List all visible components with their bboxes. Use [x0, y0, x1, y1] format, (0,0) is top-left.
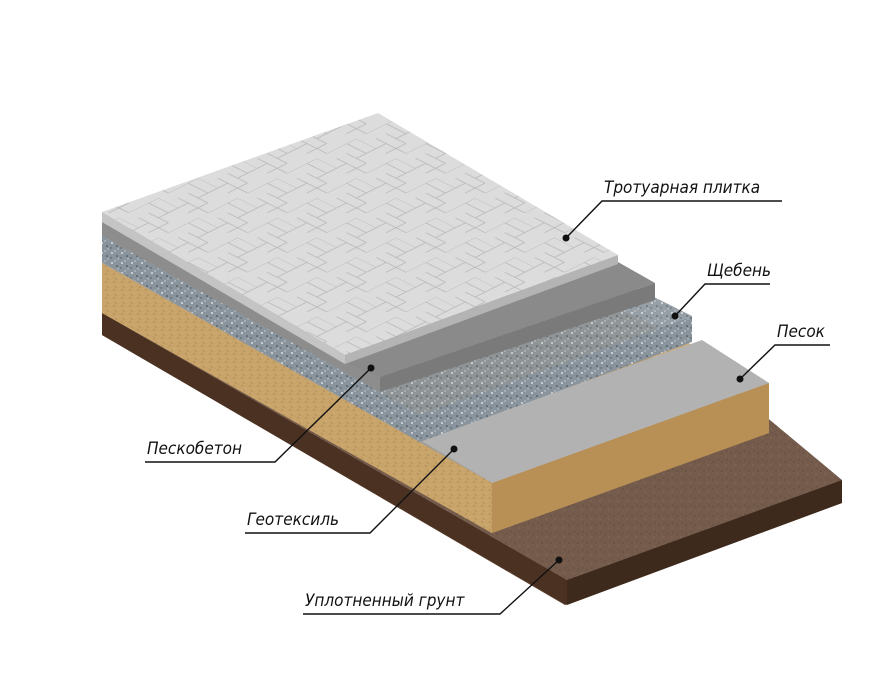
tile-label: Тротуарная плитка: [604, 178, 760, 198]
paving-tile-layer: [102, 113, 618, 364]
sand-concrete-layer: [102, 222, 655, 392]
label-tile: Тротуарная плитка: [562, 178, 782, 242]
label-soil: Уплотненный грунт: [303, 556, 563, 615]
label-sand: Песок: [736, 322, 830, 383]
gravel-label: Щебень: [707, 261, 771, 281]
soil-label: Уплотненный грунт: [305, 591, 465, 611]
label-geotextile: Геотексиль: [245, 445, 458, 534]
label-sand-concrete: Пескобетон: [145, 364, 375, 463]
label-gravel: Щебень: [671, 261, 771, 320]
geotextile-label: Геотексиль: [247, 510, 339, 530]
sand-concrete-label: Пескобетон: [147, 439, 242, 459]
sand-label: Песок: [777, 322, 826, 342]
